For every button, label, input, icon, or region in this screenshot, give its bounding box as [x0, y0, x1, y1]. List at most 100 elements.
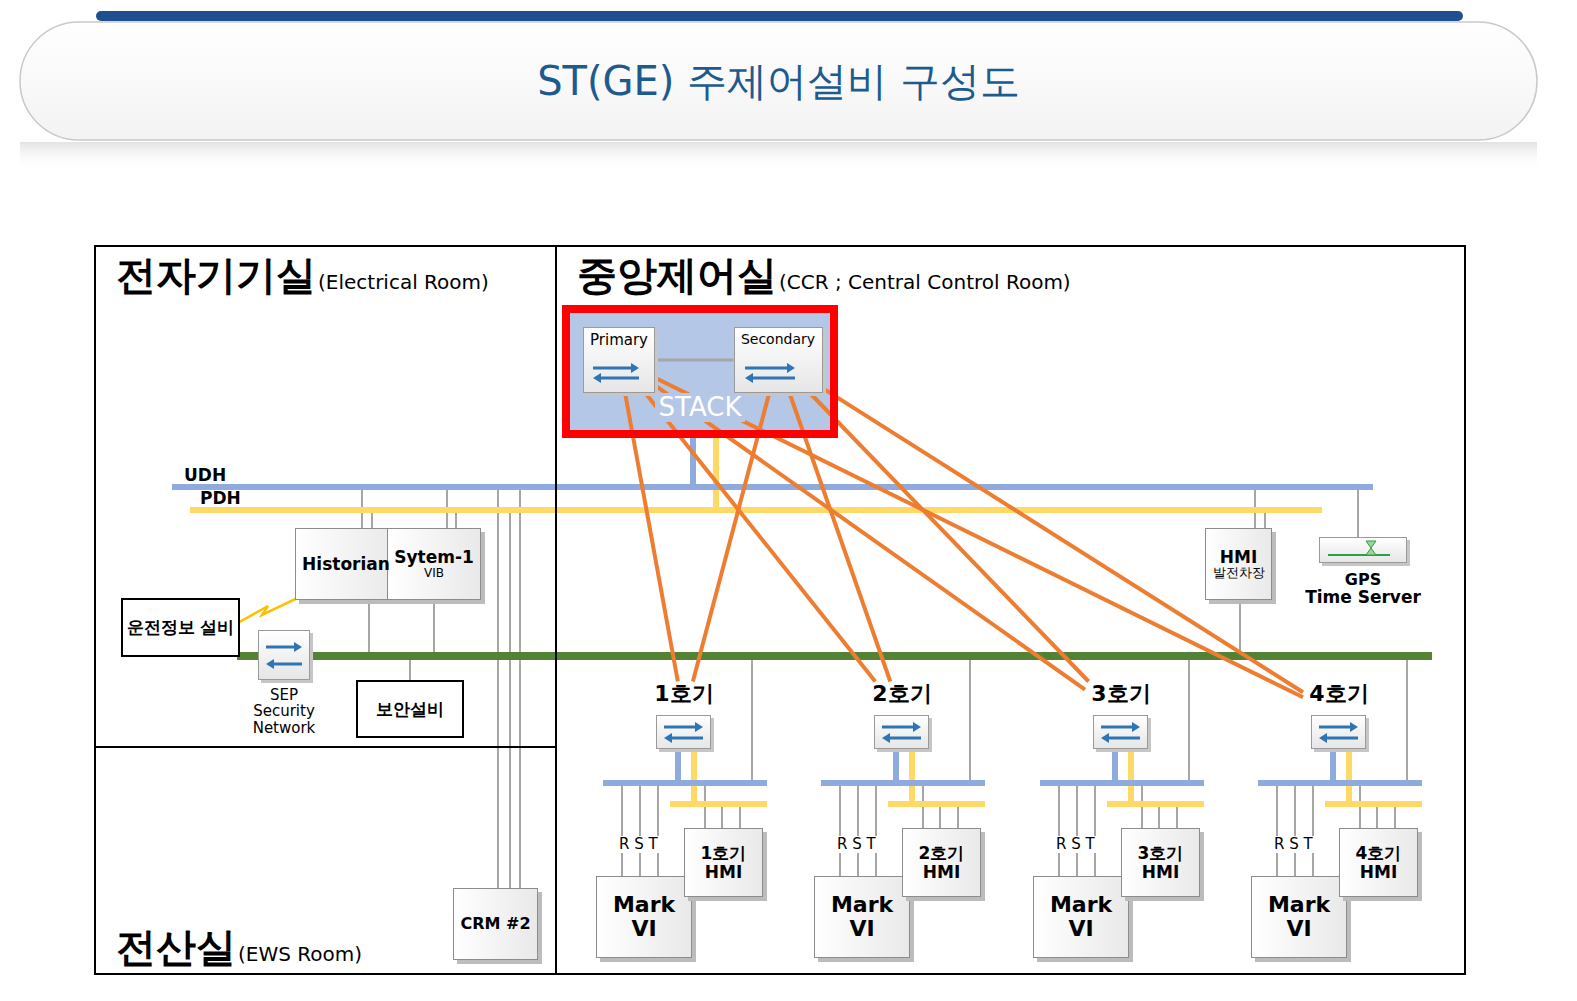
arrow-head	[1132, 722, 1140, 732]
udh-bus	[172, 484, 1373, 490]
node-title: 3호기 HMI	[1122, 844, 1199, 881]
title-pill	[20, 22, 1537, 140]
phase-label: R S T	[835, 836, 878, 853]
server-box: Mark VI	[1251, 876, 1347, 958]
arrow-head	[631, 363, 639, 373]
unit-switch: 3호기	[1085, 682, 1157, 749]
unit-switch: 1호기	[648, 682, 720, 749]
node-title: 4호기 HMI	[1340, 844, 1417, 881]
diagram-title: ST(GE) 주제어설비 구성도	[537, 59, 1020, 103]
udh-riser	[690, 438, 696, 487]
switch-arrow-area	[584, 358, 654, 388]
phase-label: R S T	[1054, 836, 1097, 853]
switch-icon	[1093, 715, 1148, 749]
node-title: HMI	[1220, 548, 1257, 567]
drop-wire	[368, 600, 370, 656]
arrow-head	[882, 733, 890, 743]
arrow-head	[913, 722, 921, 732]
gps-icon	[1319, 537, 1407, 563]
region-heading: 중앙제어실(CCR ; Central Control Room)	[577, 253, 1073, 297]
network-switch: Primary	[583, 327, 655, 393]
phase-label: R S T	[1272, 836, 1315, 853]
drop-wire	[509, 510, 511, 889]
node-title: 전산실	[116, 925, 236, 969]
switch-arrows	[259, 631, 309, 679]
room-region: HistorianSytem-1VIB 운전정보 설비 SEP Security N…	[94, 245, 557, 748]
node-title: 전자기기실	[116, 253, 316, 297]
arrow-head	[695, 722, 703, 732]
arrow-shaft	[745, 367, 789, 370]
region-heading: 전산실(EWS Room)	[116, 925, 364, 969]
drop-wire	[519, 487, 521, 889]
switch-arrows	[657, 716, 710, 748]
switch-arrow-area	[735, 358, 822, 388]
node-title: 2호기	[872, 682, 931, 706]
server-box: 1호기 HMI	[684, 828, 763, 897]
switch-icon	[874, 715, 929, 749]
server-box: Mark VI	[814, 876, 910, 958]
node-subtitle: (EWS Room)	[238, 943, 362, 965]
switch-arrows	[1312, 716, 1365, 748]
node-title: Mark VI	[1034, 893, 1128, 941]
server-box: Mark VI	[596, 876, 692, 958]
server-box: Mark VI	[1033, 876, 1129, 958]
node-subtitle: (Electrical Room)	[318, 271, 489, 293]
node-title: Mark VI	[815, 893, 909, 941]
node-title: 1호기	[654, 682, 713, 706]
gps-line	[1328, 554, 1390, 556]
arrow-head	[664, 733, 672, 743]
arrow-shaft	[593, 367, 633, 370]
node-title: 보안설비	[376, 700, 444, 719]
switch-arrows	[875, 716, 928, 748]
arrow-shaft	[266, 646, 296, 649]
node-title: 중앙제어실	[577, 253, 777, 297]
switch-arrows	[735, 358, 805, 388]
arrow-head	[1319, 733, 1327, 743]
network-link	[655, 359, 734, 362]
arrow-head	[294, 642, 302, 652]
arrow-head	[1101, 733, 1109, 743]
node-title: Sytem-1	[394, 548, 474, 567]
equipment-box: 보안설비	[356, 680, 464, 738]
switch-icon	[656, 715, 711, 749]
arrow-head	[593, 373, 601, 383]
node-subtitle: VIB	[424, 567, 444, 580]
bus-label: UDH	[184, 467, 226, 484]
server-box: 3호기 HMI	[1121, 828, 1200, 897]
node-title: 3호기	[1091, 682, 1150, 706]
equipment-box: 운전정보 설비	[121, 598, 240, 657]
pdh-bus	[190, 507, 1322, 513]
title-bar	[96, 11, 1463, 21]
server-box: 2호기 HMI	[902, 828, 981, 897]
server-box: CRM #2	[453, 888, 538, 960]
node-title: 2호기 HMI	[903, 844, 980, 881]
stack-fill	[570, 313, 830, 430]
node-subtitle: (CCR ; Central Control Room)	[779, 271, 1071, 293]
switch-icon	[1311, 715, 1366, 749]
security-switch: SEP Security Network	[239, 630, 329, 738]
arrow-head	[787, 363, 795, 373]
switch-arrows	[584, 358, 648, 388]
room-region: PrimarySecondarySTACKHMI발전차장GPSTime Serv…	[555, 245, 1466, 975]
drop-wire	[1239, 600, 1241, 656]
region-heading: 전자기기실(Electrical Room)	[116, 253, 491, 297]
room-region: CRM #2 전산실(EWS Room)	[94, 746, 557, 975]
arrow-shaft	[1107, 736, 1140, 739]
node-title: STACK	[655, 393, 746, 422]
title-shadow	[20, 142, 1537, 170]
network-link	[823, 388, 1304, 692]
node-title: Historian	[302, 555, 390, 574]
gps-hourglass	[1366, 541, 1376, 555]
node-title: Secondary	[741, 332, 815, 347]
node-title: Mark VI	[597, 893, 691, 941]
arrow-shaft	[664, 725, 697, 728]
node-title: 1호기 HMI	[685, 844, 762, 881]
arrow-shaft	[751, 377, 795, 380]
node-title: SEP Security Network	[239, 687, 329, 737]
node-title: GPS	[1345, 571, 1381, 589]
server-box: 4호기 HMI	[1339, 828, 1418, 897]
arrow-shaft	[1325, 736, 1358, 739]
network-link	[655, 378, 1303, 698]
network-link	[810, 393, 1089, 682]
